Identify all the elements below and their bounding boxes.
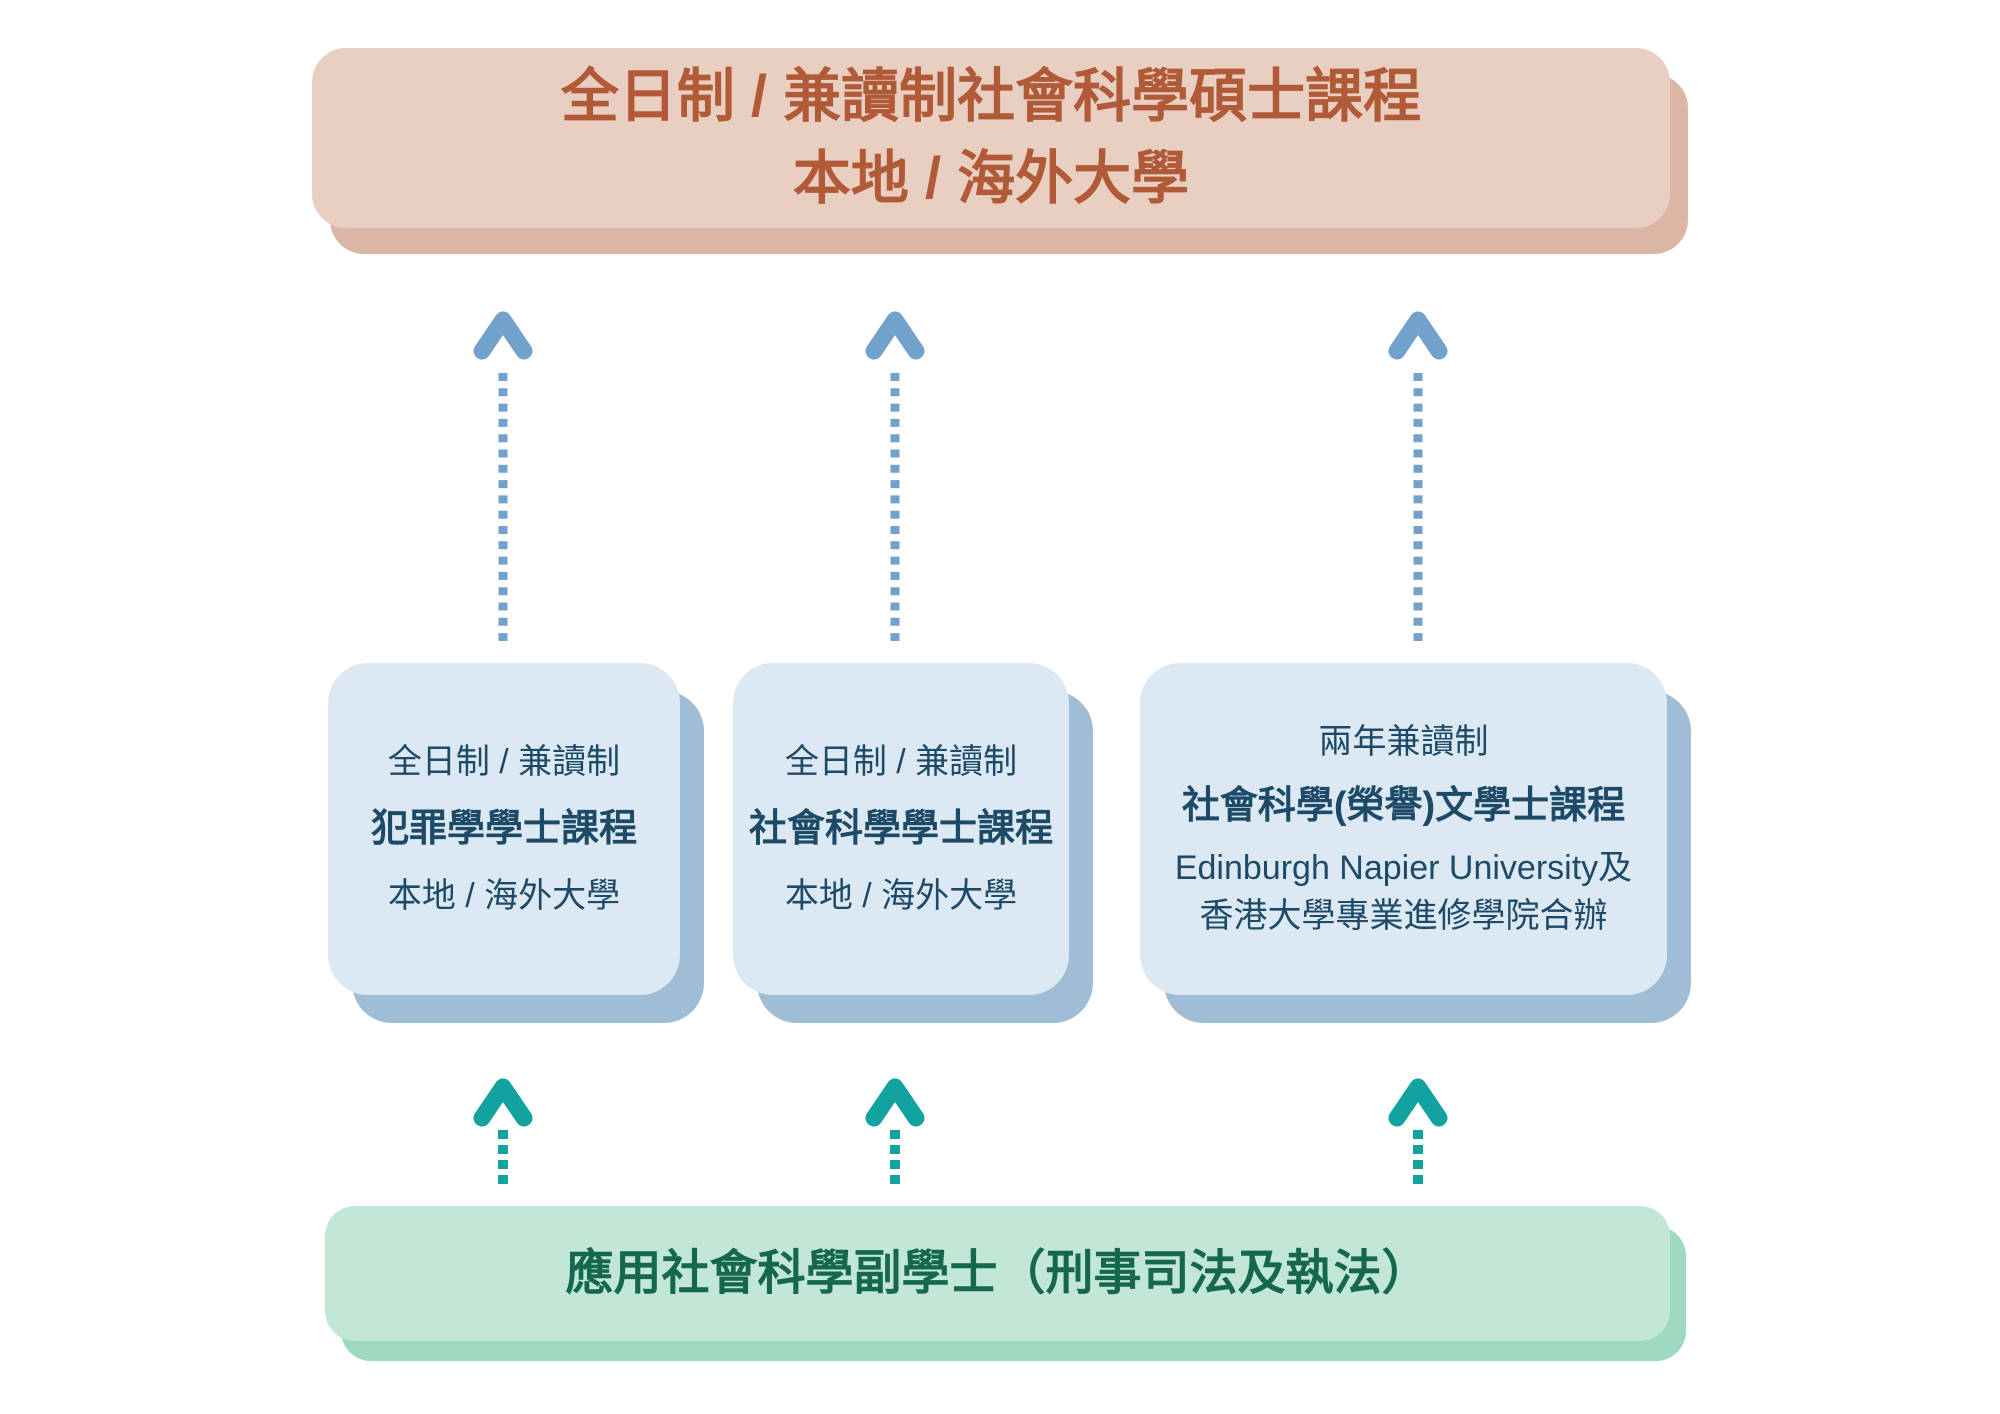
masters-degree-line2: 本地 / 海外大學 <box>792 146 1190 211</box>
dashed-up-arrow-teal-icon <box>1388 1078 1448 1187</box>
institution-label: 本地 / 海外大學 <box>784 877 1018 915</box>
pathway-box-social-sciences: 全日制 / 兼讀制 社會科學學士課程 本地 / 海外大學 <box>733 663 1069 995</box>
associate-degree-label: 應用社會科學副學士（刑事司法及執法） <box>565 1246 1430 1300</box>
masters-degree-line1: 全日制 / 兼讀制社會科學碩士課程 <box>560 64 1422 129</box>
study-mode-label: 全日制 / 兼讀制 <box>784 743 1018 781</box>
associate-degree-box: 應用社會科學副學士（刑事司法及執法） <box>325 1206 1670 1341</box>
dashed-up-arrow-teal-icon <box>473 1078 533 1187</box>
dashed-up-arrow-teal-icon <box>865 1078 925 1187</box>
programme-title: 犯罪學學士課程 <box>370 808 637 850</box>
pathway-box-criminology: 全日制 / 兼讀制 犯罪學學士課程 本地 / 海外大學 <box>328 663 680 995</box>
programme-title: 社會科學(榮譽)文學士課程 <box>1181 785 1626 827</box>
institution-label-line2: 香港大學專業進修學院合辦 <box>1199 897 1608 935</box>
dashed-up-arrow-blue-icon <box>865 311 925 641</box>
dashed-up-arrow-blue-icon <box>1388 311 1448 641</box>
study-mode-label: 兩年兼讀制 <box>1318 723 1489 761</box>
pathway-box-napier-arts: 兩年兼讀制 社會科學(榮譽)文學士課程 Edinburgh Napier Uni… <box>1140 663 1667 995</box>
institution-label-line1: Edinburgh Napier University及 <box>1174 849 1633 887</box>
programme-title: 社會科學學士課程 <box>748 808 1053 850</box>
masters-degree-box: 全日制 / 兼讀制社會科學碩士課程 本地 / 海外大學 <box>312 48 1670 228</box>
study-mode-label: 全日制 / 兼讀制 <box>387 743 621 781</box>
dashed-up-arrow-blue-icon <box>473 311 533 641</box>
institution-label: 本地 / 海外大學 <box>387 877 621 915</box>
